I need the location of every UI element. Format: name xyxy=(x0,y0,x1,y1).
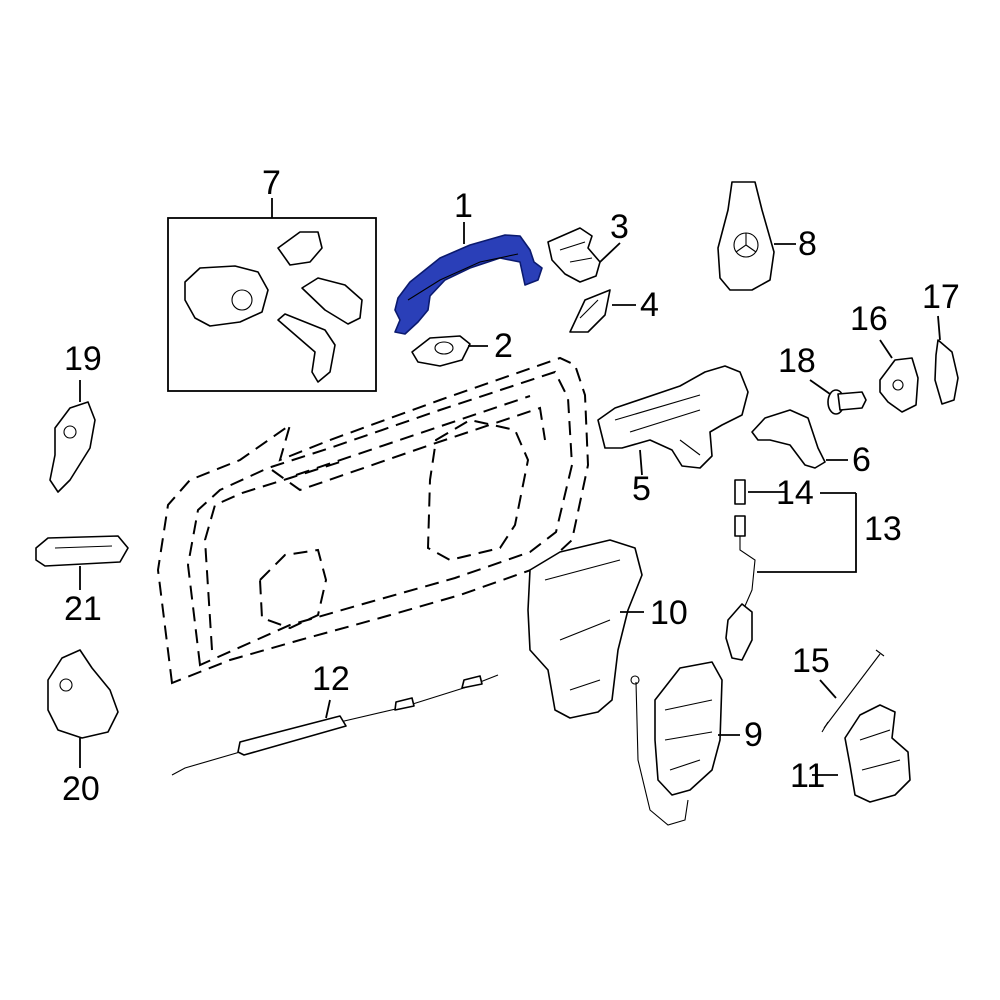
lock-cylinder-kit[interactable] xyxy=(167,217,377,392)
callout-8: 8 xyxy=(798,225,817,263)
door-lock-actuator[interactable] xyxy=(630,661,723,826)
lock-housing-bracket[interactable] xyxy=(844,704,911,803)
callout-16: 16 xyxy=(850,300,888,338)
callout-14: 14 xyxy=(776,474,814,512)
control-cable[interactable] xyxy=(171,674,499,776)
rod-connector-upper xyxy=(734,479,746,505)
rod-connector-lower xyxy=(734,515,746,537)
lock-rod-assembly[interactable] xyxy=(725,479,756,661)
callout-6: 6 xyxy=(852,441,871,479)
inside-handle[interactable] xyxy=(35,535,129,567)
door-frame-outline xyxy=(156,356,590,685)
callout-3: 3 xyxy=(610,208,629,246)
handle-carrier[interactable] xyxy=(597,365,749,469)
striker-plate[interactable] xyxy=(934,339,959,405)
cylinder-sleeve xyxy=(301,277,363,325)
handle-bracket[interactable] xyxy=(547,227,601,283)
callout-1: 1 xyxy=(454,187,473,225)
lock-housing xyxy=(184,265,269,327)
striker-bolt[interactable] xyxy=(827,389,867,415)
callout-9: 9 xyxy=(744,716,763,754)
reinforcement-bracket[interactable] xyxy=(751,409,826,469)
key-blade xyxy=(277,313,336,383)
striker[interactable] xyxy=(879,357,919,413)
callout-20: 20 xyxy=(62,770,100,808)
lock-cover[interactable] xyxy=(527,539,643,719)
handle-gasket[interactable] xyxy=(411,335,471,367)
door-hinge[interactable] xyxy=(47,649,119,739)
callout-13: 13 xyxy=(864,510,902,548)
callout-7: 7 xyxy=(262,164,281,202)
leader-lines xyxy=(79,198,941,776)
callout-17: 17 xyxy=(922,278,960,316)
key-fob[interactable] xyxy=(717,181,775,291)
seal-pad[interactable] xyxy=(569,289,611,333)
lock-rod[interactable] xyxy=(821,649,885,733)
callout-10: 10 xyxy=(650,594,688,632)
callout-12: 12 xyxy=(312,660,350,698)
callout-5: 5 xyxy=(632,470,651,508)
door-check[interactable] xyxy=(49,401,96,493)
callout-19: 19 xyxy=(64,340,102,378)
callout-labels: 1 2 3 4 5 6 7 8 9 10 11 12 13 14 15 16 1… xyxy=(62,164,960,808)
callout-18: 18 xyxy=(778,342,816,380)
outside-door-handle[interactable] xyxy=(394,234,543,335)
callout-2: 2 xyxy=(494,327,513,365)
lock-cylinder xyxy=(277,231,323,266)
callout-11: 11 xyxy=(790,757,825,795)
callout-21: 21 xyxy=(64,590,102,628)
callout-15: 15 xyxy=(792,642,830,680)
callout-4: 4 xyxy=(640,286,659,324)
